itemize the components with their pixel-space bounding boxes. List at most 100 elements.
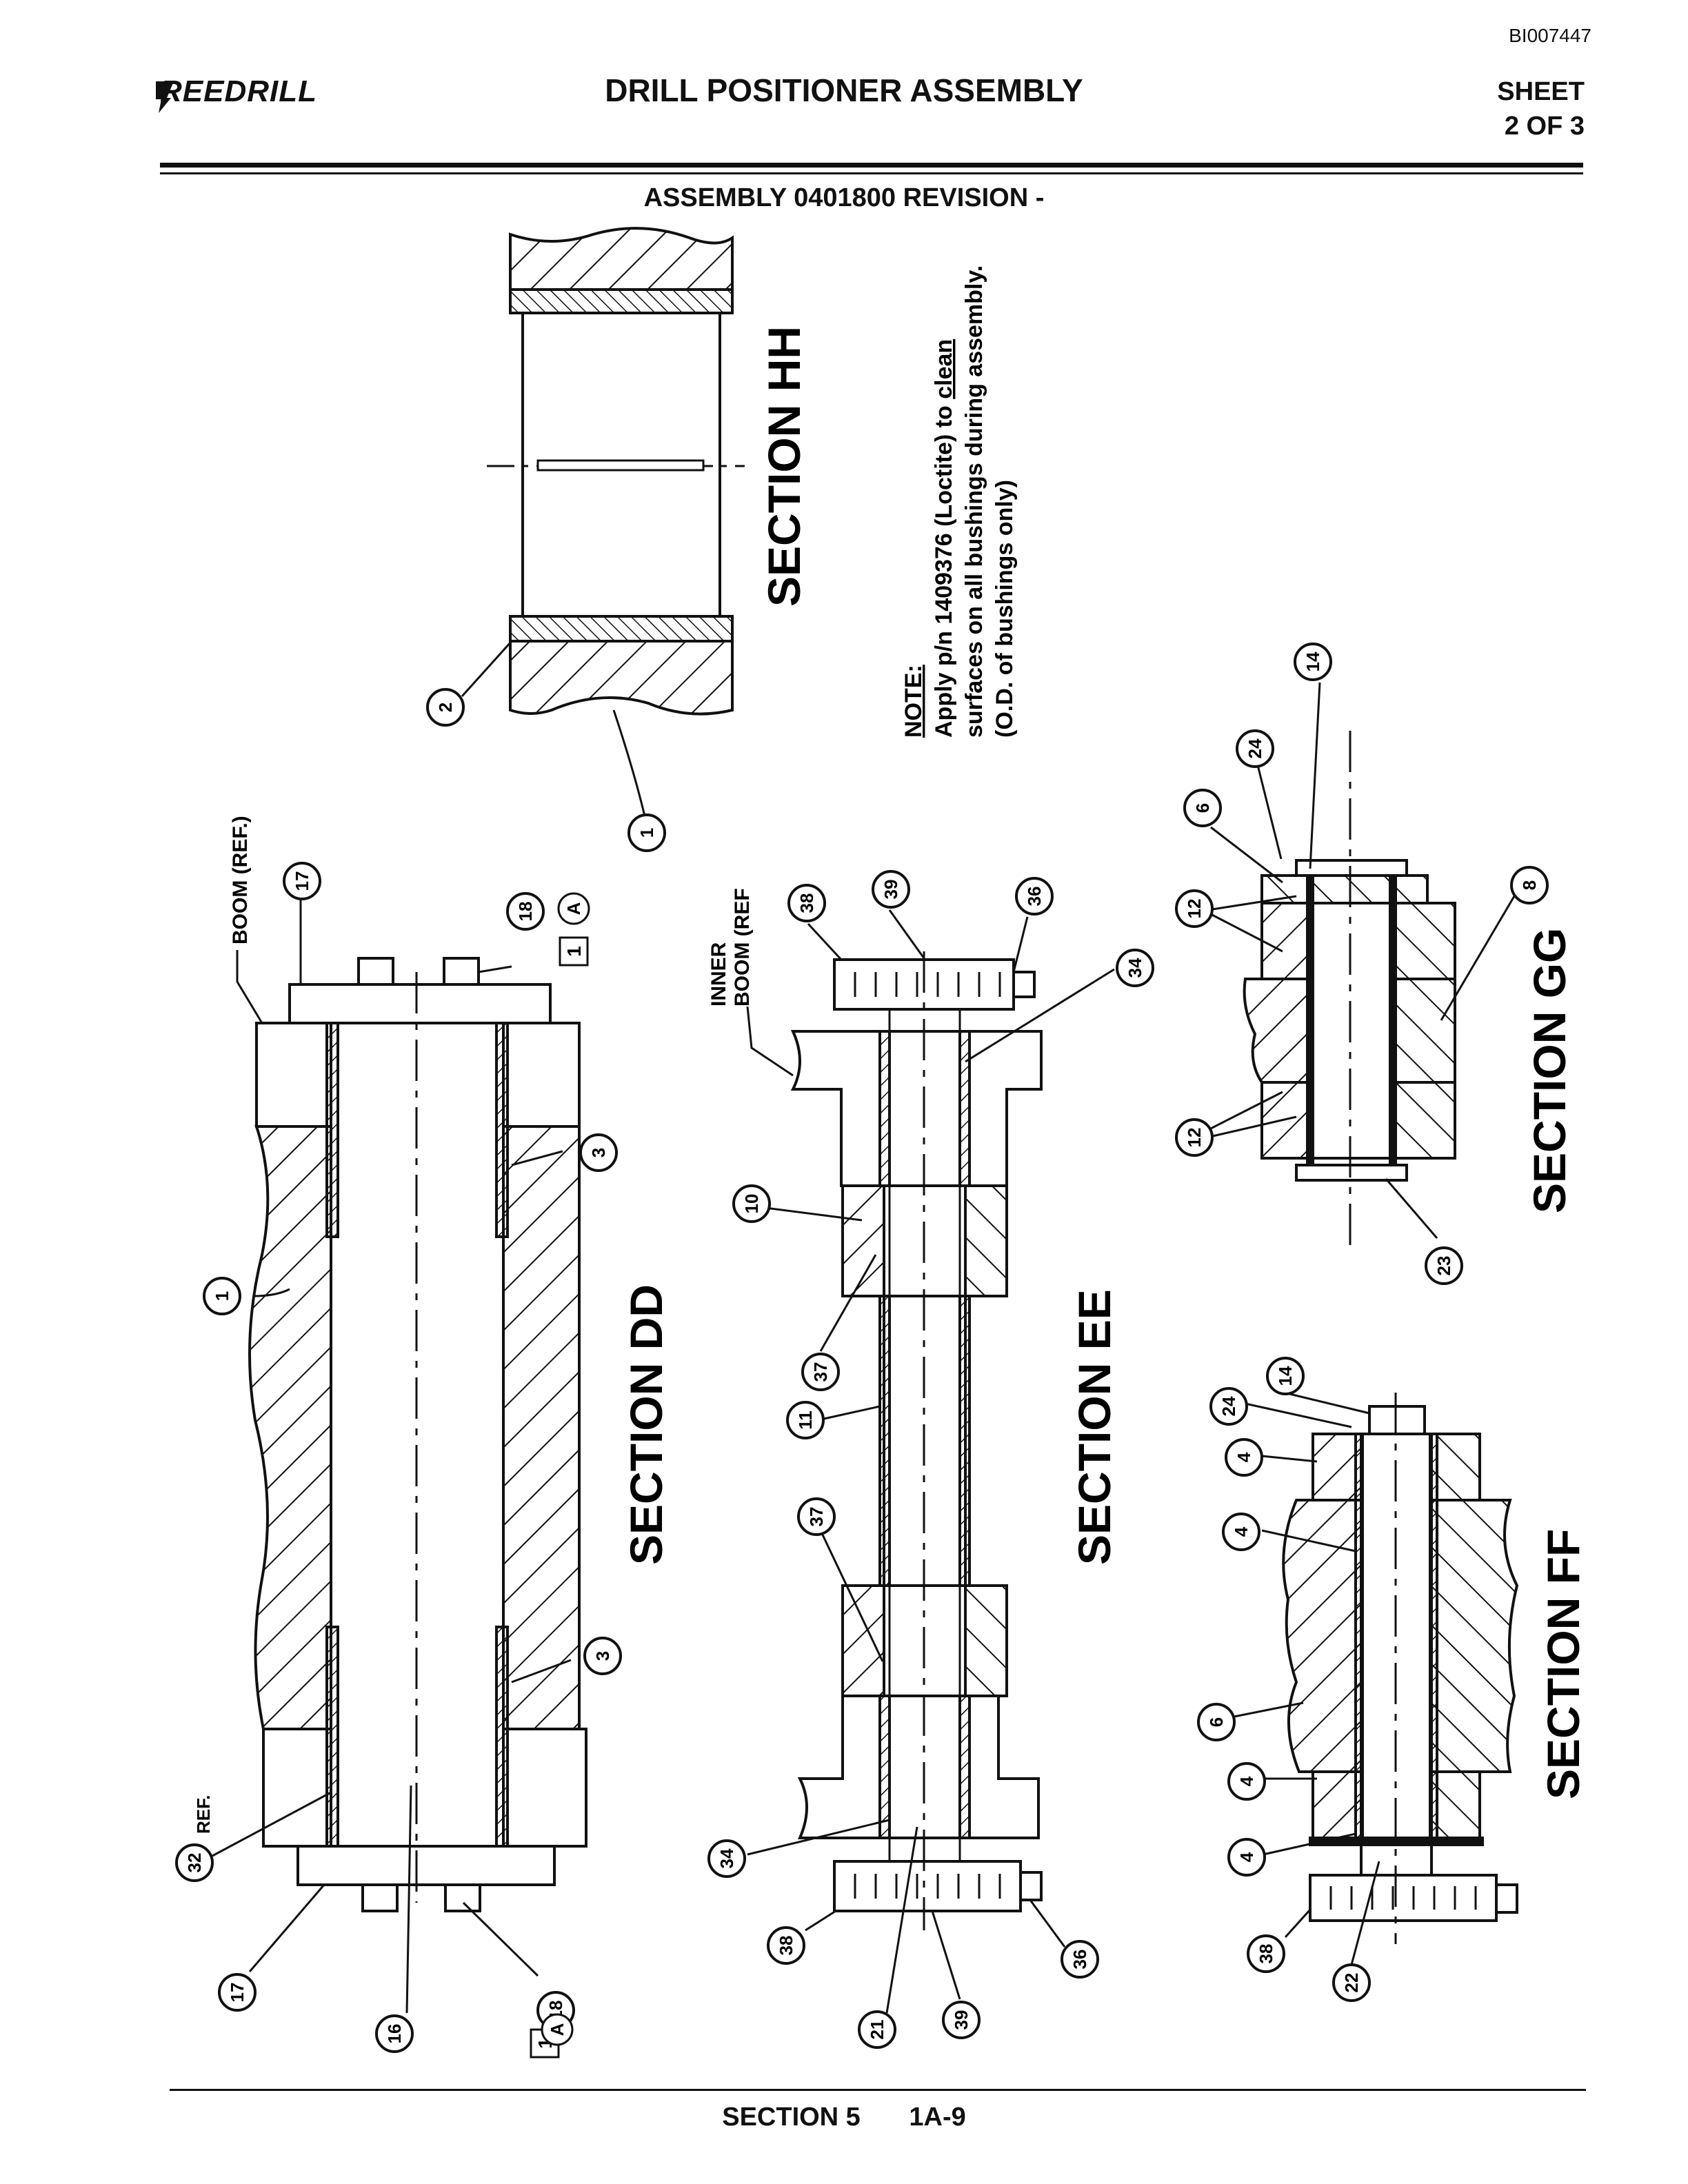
callout-balloon-hh-1: 1 <box>627 813 666 852</box>
svg-text:23: 23 <box>1434 1256 1454 1276</box>
callout-balloon-ff-14: 14 <box>1266 1357 1305 1395</box>
callout-balloon-ee-36: 36 <box>1015 877 1054 916</box>
brand-logo-text: REEDRILL <box>160 74 317 108</box>
section-dd-title: SECTION DD <box>621 1284 672 1565</box>
section-ee-leaders <box>746 909 1115 2014</box>
callout-balloon-ee-37: 37 <box>797 1497 836 1536</box>
svg-text:22: 22 <box>1341 1973 1362 1993</box>
svg-text:4: 4 <box>1236 1852 1257 1862</box>
reedrill-logo-icon <box>156 81 174 113</box>
svg-text:INNER: INNER <box>707 942 730 1007</box>
callout-balloon-gg-24: 24 <box>1236 729 1274 768</box>
note-line-1: Apply p/n 1409376 (Loctite) to clean <box>931 339 957 738</box>
boom-ref-label: BOOM (REF.) <box>229 816 252 944</box>
footer-rule <box>170 2089 1586 2091</box>
note-line-2: surfaces on all bushings during assembly… <box>961 265 987 738</box>
svg-text:16: 16 <box>384 2024 405 2044</box>
svg-text:4: 4 <box>1231 1526 1252 1537</box>
callout-balloon-dd-3: 3 <box>579 1133 618 1172</box>
svg-text:A: A <box>547 2023 567 2036</box>
svg-text:3: 3 <box>588 1148 609 1157</box>
assembly-revision: ASSEMBLY 0401800 REVISION - <box>643 183 1045 212</box>
svg-text:1: 1 <box>212 1291 232 1301</box>
callout-balloon-ff-22: 22 <box>1332 1963 1371 2002</box>
callout-balloon-dd-17: 17 <box>218 1973 257 2012</box>
sheet-label: SHEET <box>1497 77 1585 106</box>
svg-text:2: 2 <box>435 702 456 712</box>
callout-balloon-ee-34: 34 <box>1116 949 1154 987</box>
svg-text:37: 37 <box>806 1507 827 1527</box>
callout-balloon-dd-18: 18 <box>506 892 545 931</box>
page-footer: SECTION 5 1A-9 <box>0 2103 1688 2132</box>
svg-text:10: 10 <box>741 1194 762 1214</box>
svg-text:8: 8 <box>1519 880 1540 890</box>
callout-balloon-dd-3: 3 <box>583 1637 622 1675</box>
svg-text:18: 18 <box>515 902 536 922</box>
callout-letter-a: A <box>541 2013 574 2046</box>
svg-text:12: 12 <box>1184 899 1205 919</box>
svg-text:12: 12 <box>1184 1128 1205 1148</box>
ref-32-label: REF. <box>193 1795 214 1834</box>
svg-text:34: 34 <box>1125 958 1145 978</box>
callout-letter-a: A <box>557 892 590 925</box>
page-title: DRILL POSITIONER ASSEMBLY <box>605 72 1083 108</box>
note-heading: NOTE: <box>901 665 927 738</box>
svg-text:17: 17 <box>227 1983 248 2003</box>
callout-balloon-ee-39: 39 <box>942 2001 981 2039</box>
section-ee-drawing <box>790 951 1043 1930</box>
footer-page-number: 1A-9 <box>909 2103 966 2132</box>
callout-balloon-ff-38: 38 <box>1247 1934 1285 1973</box>
header-rule <box>160 163 1583 168</box>
svg-text:6: 6 <box>1192 803 1213 813</box>
callout-balloon-ff-24: 24 <box>1209 1387 1248 1426</box>
callout-balloon-dd-1: 1 <box>203 1277 241 1315</box>
note-line-3: (O.D. of bushings only) <box>992 480 1018 738</box>
section-gg-leaders <box>1206 682 1516 1239</box>
svg-text:A: A <box>563 902 584 915</box>
section-gg-drawing <box>1243 731 1456 1246</box>
callout-balloon-gg-12: 12 <box>1175 889 1214 928</box>
svg-text:39: 39 <box>951 2010 972 2030</box>
inner-boom-ref-label: INNER BOOM (REF <box>707 888 754 1007</box>
section-dd-leaders <box>212 896 572 2014</box>
svg-text:1: 1 <box>636 828 657 838</box>
callout-balloon-ee-37: 37 <box>801 1353 840 1391</box>
callout-balloon-ee-34: 34 <box>707 1839 746 1878</box>
section-ff-leaders <box>1234 1391 1380 1965</box>
section-hh-title: SECTION HH <box>758 326 810 607</box>
svg-text:4: 4 <box>1234 1452 1254 1462</box>
svg-text:24: 24 <box>1218 1396 1239 1416</box>
svg-text:36: 36 <box>1024 887 1045 907</box>
section-gg-title: SECTION GG <box>1524 928 1575 1213</box>
callout-balloon-ee-10: 10 <box>732 1184 771 1223</box>
callout-balloon-gg-8: 8 <box>1510 866 1549 904</box>
callout-balloon-gg-23: 23 <box>1425 1246 1463 1285</box>
callout-balloon-ee-11: 11 <box>786 1401 825 1439</box>
callout-balloon-ff-4: 4 <box>1225 1438 1263 1477</box>
document-id: BI007447 <box>1509 25 1591 46</box>
callout-balloon-hh-2: 2 <box>426 688 465 727</box>
note-block: NOTE: Apply p/n 1409376 (Loctite) to cle… <box>901 265 1018 738</box>
section-hh-drawing <box>487 227 745 716</box>
svg-text:32: 32 <box>184 1853 205 1873</box>
svg-text:6: 6 <box>1206 1717 1227 1727</box>
callout-balloon-gg-6: 6 <box>1183 789 1222 827</box>
section-ee-bolt-ticks <box>854 972 1001 1899</box>
callout-balloon-gg-14: 14 <box>1294 643 1332 681</box>
svg-text:36: 36 <box>1069 1950 1090 1970</box>
svg-text:14: 14 <box>1303 651 1323 671</box>
box-1-top: 1 <box>559 936 589 967</box>
footer-section: SECTION 5 <box>722 2103 861 2132</box>
svg-text:37: 37 <box>810 1362 831 1382</box>
callout-balloon-ee-36: 36 <box>1061 1940 1099 1979</box>
callout-balloon-ee-38: 38 <box>767 1926 805 1965</box>
header-rule-thin <box>160 172 1583 174</box>
sheet-number: 2 OF 3 <box>1504 112 1585 141</box>
callout-balloon-dd-17: 17 <box>283 862 321 900</box>
svg-text:38: 38 <box>776 1936 796 1956</box>
callout-balloon-dd-32: 32 <box>175 1843 214 1882</box>
section-ff-title: SECTION FF <box>1538 1529 1589 1799</box>
svg-text:38: 38 <box>1256 1944 1276 1964</box>
